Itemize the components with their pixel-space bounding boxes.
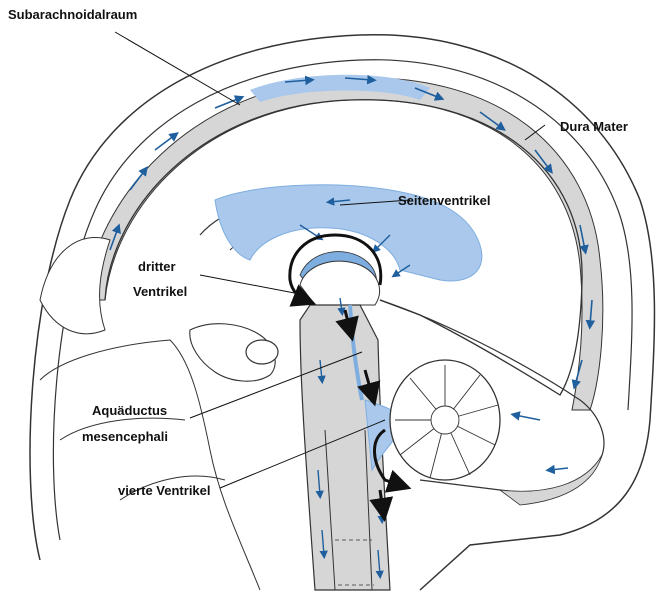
label-lateral-ventricle: Seitenventrikel	[398, 192, 491, 210]
cerebellum	[390, 360, 500, 480]
label-third-ventricle-line1: dritter	[138, 258, 176, 276]
label-dura-mater: Dura Mater	[560, 118, 628, 136]
orbit-region	[40, 238, 110, 334]
label-third-ventricle-line2: Ventrikel	[133, 283, 187, 301]
tentorium-gray	[500, 455, 602, 505]
label-subarachnoid-space: Subarachnoidalraum	[8, 6, 137, 24]
label-aqueduct-line1: Aquäductus	[92, 402, 167, 420]
label-fourth-ventricle: vierte Ventrikel	[118, 482, 211, 500]
pituitary	[246, 340, 278, 364]
label-aqueduct-line2: mesencephali	[82, 428, 168, 446]
